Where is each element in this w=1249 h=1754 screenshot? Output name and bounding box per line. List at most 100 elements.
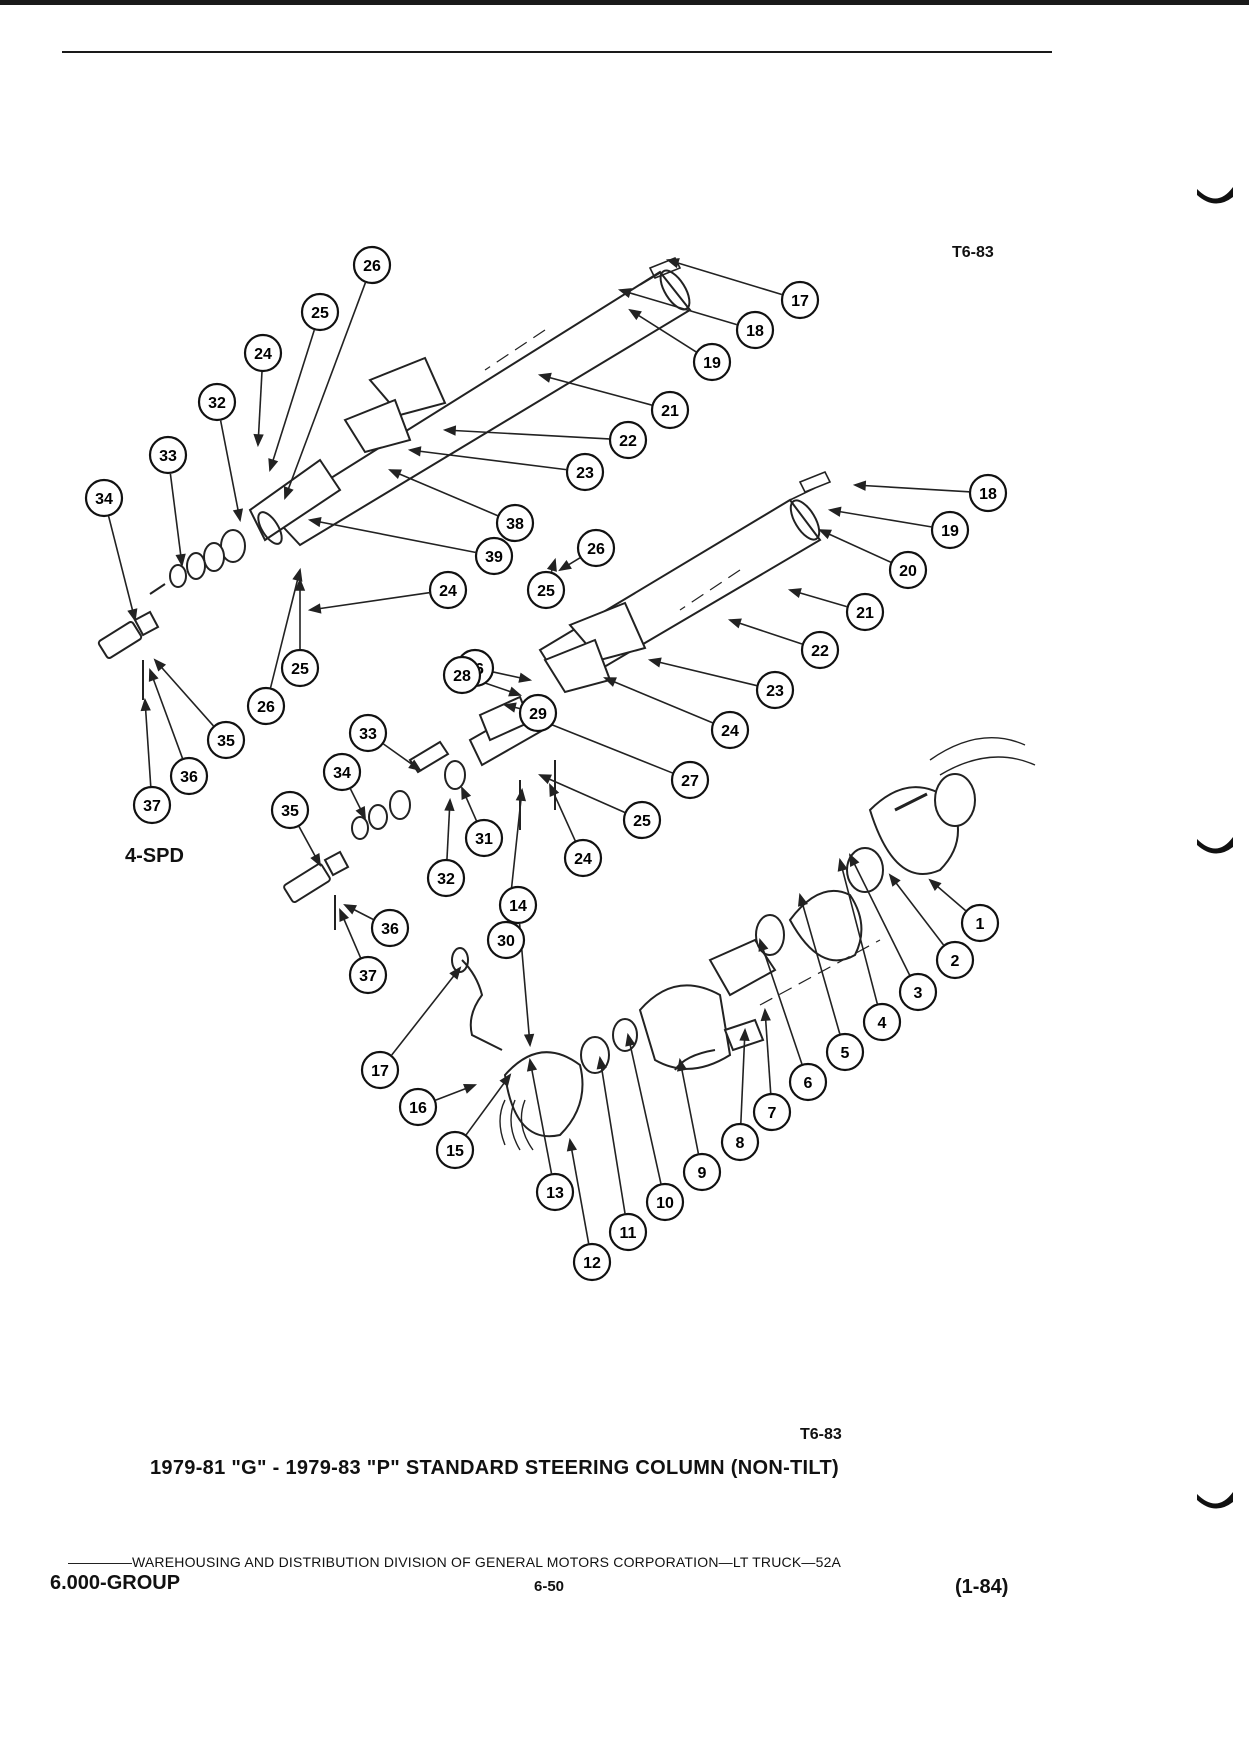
callout-arrowhead xyxy=(449,966,462,980)
callout-leader-line xyxy=(107,516,136,621)
callout-leader-line xyxy=(269,329,316,471)
callout-arrowhead xyxy=(523,1033,535,1048)
callout-arrowhead xyxy=(549,783,560,797)
callout-number: 2 xyxy=(951,953,960,970)
callout-leader-line xyxy=(729,619,803,645)
callout-circle xyxy=(935,940,975,980)
callout-leader-line xyxy=(269,569,301,688)
callout-number: 14 xyxy=(509,898,527,915)
callout-arrowhead xyxy=(175,553,186,568)
callout-number: 37 xyxy=(359,968,377,985)
callout-circle xyxy=(474,536,514,576)
callout-number: 29 xyxy=(529,706,547,723)
callout-number: 21 xyxy=(661,403,679,420)
callout-arrowhead xyxy=(928,878,942,891)
callout-21: 21 xyxy=(650,390,690,430)
callout-arrowhead xyxy=(739,1027,750,1042)
callout-number: 5 xyxy=(841,1045,850,1062)
lock-housing-assembly xyxy=(580,737,1036,1074)
callout-38: 38 xyxy=(495,503,535,543)
callout-circle xyxy=(888,550,928,590)
callout-leader-line xyxy=(764,1009,772,1094)
callout-leader-line xyxy=(144,699,152,787)
callout-arrowhead xyxy=(343,904,357,915)
callout-35: 35 xyxy=(270,790,310,830)
callout-number: 4 xyxy=(878,1015,887,1032)
footer-page-number: 6-50 xyxy=(534,1578,565,1595)
callout-leader-line xyxy=(740,1029,746,1124)
callout-circle xyxy=(442,655,482,695)
callout-leader-line xyxy=(257,371,263,446)
callout-circle xyxy=(495,503,535,543)
callout-number: 17 xyxy=(371,1063,389,1080)
callout-18: 18 xyxy=(968,473,1008,513)
callout-leader-line xyxy=(799,894,841,1034)
binder-clip-icon xyxy=(1197,837,1233,854)
callout-arrowhead xyxy=(727,618,742,629)
callout-number: 22 xyxy=(619,433,637,450)
callout-leader-line xyxy=(219,420,241,521)
callout-leader-line xyxy=(569,1139,590,1244)
callout-32: 32 xyxy=(197,382,237,422)
callout-number: 24 xyxy=(721,723,739,740)
callout-number: 9 xyxy=(698,1165,707,1182)
callout-circle xyxy=(348,955,388,995)
callout-arrowhead xyxy=(526,1057,538,1072)
callout-arrowhead xyxy=(558,559,572,572)
callout-number: 35 xyxy=(217,733,235,750)
callout-number: 31 xyxy=(475,831,493,848)
footer-date-code: (1-84) xyxy=(955,1576,1009,1598)
callout-number: 37 xyxy=(143,798,161,815)
callout-circle xyxy=(845,592,885,632)
callout-arrowhead xyxy=(444,797,455,812)
callout-circle xyxy=(526,570,566,610)
callout-leader-line xyxy=(169,473,183,566)
callout-circle xyxy=(197,382,237,422)
callout-circle xyxy=(898,972,938,1012)
callout-circle xyxy=(426,858,466,898)
callout-arrowhead xyxy=(676,1057,688,1072)
callout-2: 2 xyxy=(935,940,975,980)
callout-number: 6 xyxy=(804,1075,813,1092)
callout-circle xyxy=(780,280,820,320)
callout-number: 20 xyxy=(899,563,917,580)
callout-leader-line xyxy=(309,591,430,611)
callout-arrowhead xyxy=(307,516,322,528)
callout-number: 7 xyxy=(768,1105,777,1122)
footer-group-number: 6.000-GROUP xyxy=(50,1572,181,1594)
callout-number: 19 xyxy=(941,523,959,540)
callout-24: 24 xyxy=(710,710,750,750)
callout-circle xyxy=(148,435,188,475)
callout-arrowhead xyxy=(625,1032,636,1047)
callout-arrowhead xyxy=(442,425,457,436)
figure-reference-top: T6-83 xyxy=(952,244,994,261)
callout-arrowhead xyxy=(888,873,901,887)
turn-signal-harness xyxy=(451,947,584,1151)
callout-arrowhead xyxy=(647,657,662,668)
callout-16: 16 xyxy=(398,1087,438,1127)
callout-26: 26 xyxy=(576,528,616,568)
callout-circle xyxy=(710,710,750,750)
callout-27: 27 xyxy=(670,760,710,800)
callout-arrowhead xyxy=(518,672,533,683)
callout-leader-line xyxy=(465,1074,511,1136)
callout-number: 26 xyxy=(587,541,605,558)
callout-25: 25 xyxy=(526,570,566,610)
callout-leader-line xyxy=(829,509,932,528)
callout-number: 25 xyxy=(537,583,555,600)
callout-circle xyxy=(169,756,209,796)
callout-number: 33 xyxy=(159,448,177,465)
callout-30: 30 xyxy=(486,920,526,960)
callout-arrowhead xyxy=(283,486,294,501)
callout-13: 13 xyxy=(535,1172,575,1212)
callout-circle xyxy=(84,478,124,518)
callout-number: 21 xyxy=(856,605,874,622)
callout-circle xyxy=(608,420,648,460)
callout-34: 34 xyxy=(84,478,124,518)
callout-number: 36 xyxy=(180,769,198,786)
callout-arrowhead xyxy=(596,1055,607,1070)
callout-number: 34 xyxy=(333,765,351,782)
callout-leader-line xyxy=(444,429,610,440)
callout-circle xyxy=(650,390,690,430)
callout-leader-line xyxy=(849,854,911,976)
